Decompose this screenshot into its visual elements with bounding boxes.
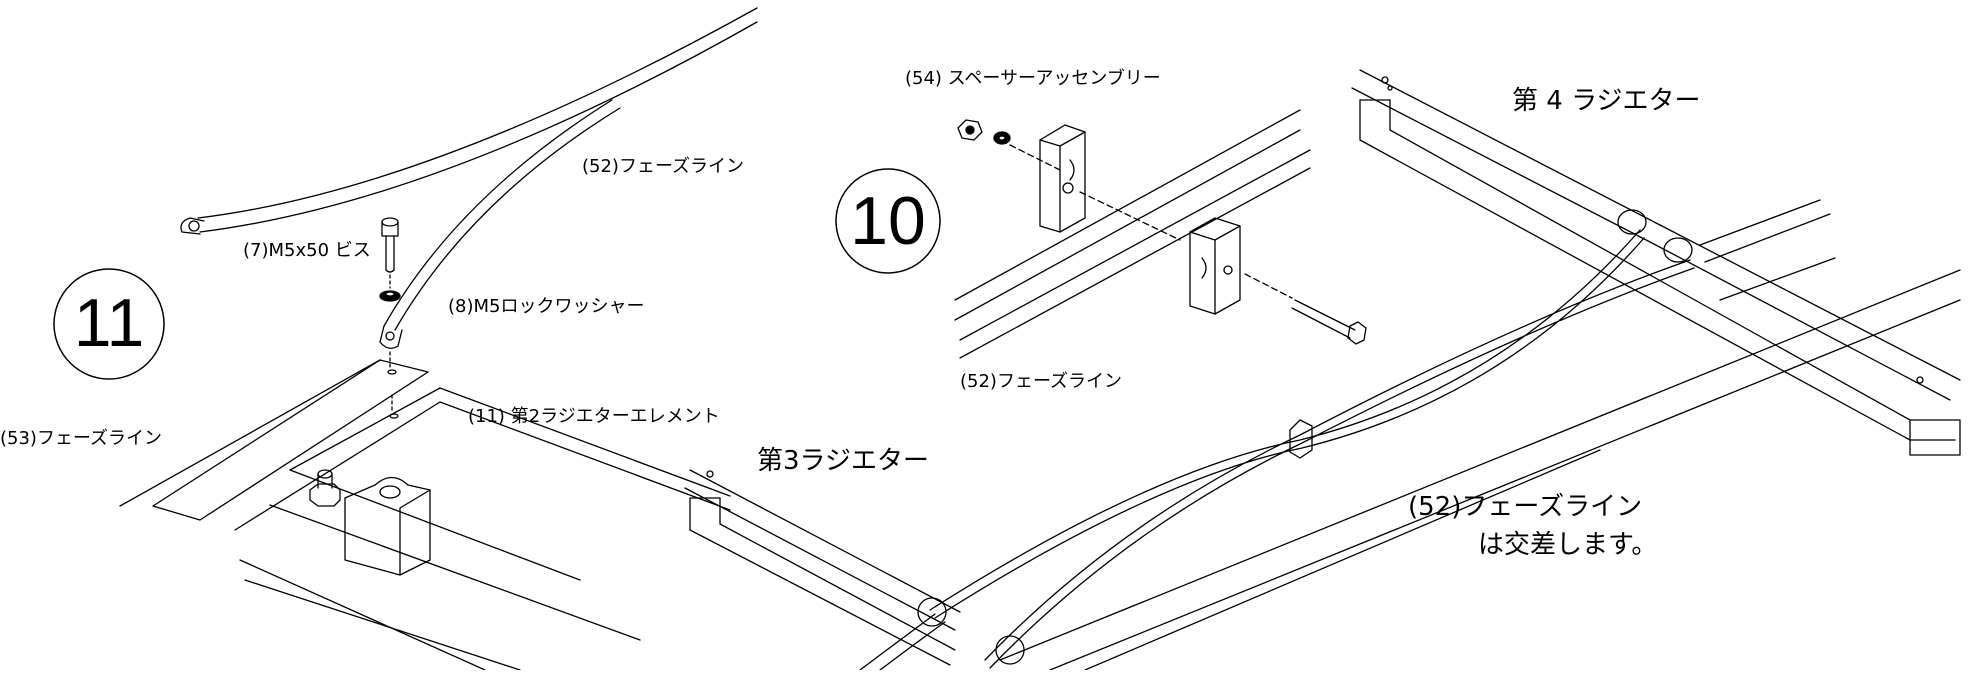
step-11-number: 11 xyxy=(73,285,145,361)
step-10-number: 10 xyxy=(850,183,926,259)
fourth-radiator xyxy=(1351,69,1961,456)
spacer-block-upper xyxy=(1039,124,1086,233)
phase-line-strap-upper xyxy=(180,7,758,235)
label-element-11: (11) 第2ラジエターエレメント xyxy=(468,406,720,427)
element-plate xyxy=(119,359,429,521)
label-cross-note-line1: (52)フェーズライン xyxy=(1408,492,1643,522)
label-phase-line-52-mid: (52)フェーズライン xyxy=(960,371,1123,392)
bolt-step10 xyxy=(1291,299,1367,345)
main-tube xyxy=(999,269,1961,671)
label-radiator-4: 第 4 ラジエター xyxy=(1512,86,1701,116)
step-10-circle xyxy=(835,168,941,274)
third-radiator xyxy=(684,469,1025,666)
screw-m5x50 xyxy=(381,217,399,273)
label-phase-line-53: (53)フェーズライン xyxy=(0,428,163,449)
spacer-block-lower xyxy=(1189,217,1241,315)
second-radiator-bars xyxy=(234,387,731,671)
label-lock-washer-8: (8)M5ロックワッシャー xyxy=(448,296,645,317)
phase-line-strap-52 xyxy=(379,99,621,349)
clamp-block xyxy=(344,476,431,576)
crossed-phase-lines xyxy=(859,229,1695,671)
lock-washer xyxy=(379,290,401,302)
bolt-on-block xyxy=(309,469,341,507)
label-radiator-3: 第3ラジエター xyxy=(757,446,930,476)
radiator-tube-step10 xyxy=(954,109,1311,359)
label-screw-7: (7)M5x50 ビス xyxy=(243,240,371,261)
label-spacer-54: (54) スペーサーアッセンブリー xyxy=(905,68,1161,89)
label-cross-note-line2: は交差します。 xyxy=(1478,530,1658,560)
nut-washer-step10 xyxy=(957,119,1011,145)
tube-joint-4 xyxy=(1617,199,1836,301)
step-11-circle xyxy=(53,268,165,380)
label-phase-line-52-upper: (52)フェーズライン xyxy=(582,156,745,177)
